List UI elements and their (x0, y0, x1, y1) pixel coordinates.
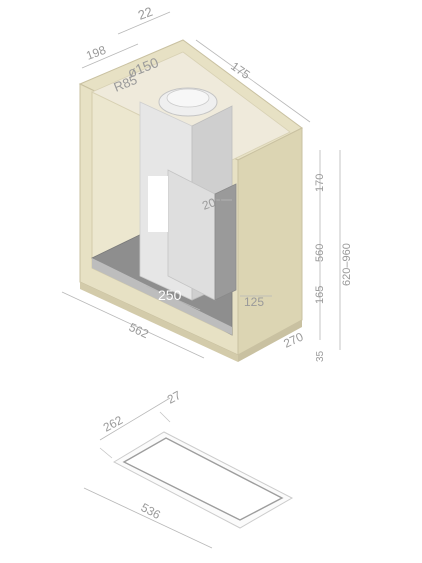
label-outlet-width: 250 (158, 287, 182, 303)
cabinet-plinth-front (80, 282, 238, 362)
duct-collar-inner (166, 88, 210, 108)
cabinet-side-face (237, 127, 303, 356)
duct-assembly (139, 87, 237, 301)
cutout-tick-2 (159, 411, 171, 423)
dim-line-cutout-width (83, 487, 213, 549)
cabinet-floor-front-strip (92, 258, 232, 335)
label-inner-width: 200 (200, 193, 224, 213)
label-left-width: 198 (84, 43, 108, 63)
dim-line-top-depth (117, 11, 171, 35)
cutout-tick-1 (99, 447, 113, 459)
dimension-lines (61, 11, 341, 549)
label-vent-width: 125 (244, 295, 264, 309)
label-total-height: 620–960 (341, 243, 353, 286)
label-height-lower: 165 (314, 286, 326, 304)
label-top-depth: 22 (136, 4, 155, 23)
dim-line-cutout-depth (99, 397, 171, 441)
dimension-labels: 22 198 ø150 R85 175 200 170 560 165 620–… (84, 4, 353, 362)
label-height-mid: 560 (314, 244, 326, 262)
dim-line-top-width (195, 39, 311, 123)
label-bottom-width: 562 (127, 320, 151, 341)
label-height-upper: 170 (314, 174, 326, 192)
dim-line-left-width (81, 43, 139, 69)
label-base-height: 35 (315, 350, 326, 362)
cutout-template: 262 27 536 (99, 388, 294, 529)
dim-line-outlet (145, 285, 201, 311)
cabinet-plinth-side (238, 320, 302, 362)
dim-line-bottom-width (61, 291, 205, 359)
label-cutout-depth-a: 262 (101, 413, 126, 435)
label-cutout-width: 536 (139, 500, 164, 522)
cutout-inner (122, 437, 284, 521)
hood-box-side (214, 183, 237, 301)
label-cutout-depth-b: 27 (165, 388, 184, 407)
side-aperture (148, 176, 168, 232)
